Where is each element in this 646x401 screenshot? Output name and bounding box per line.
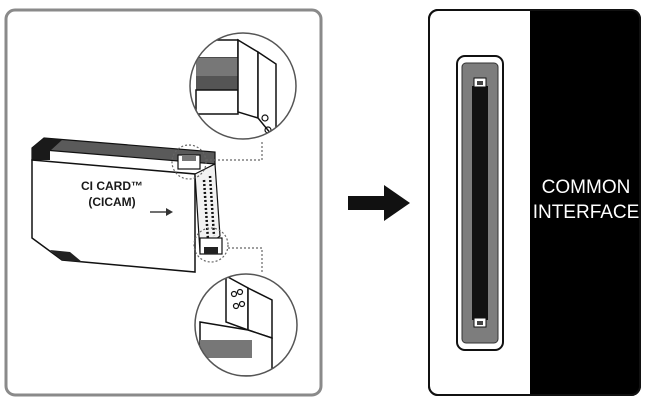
ci-card-corner-band [32, 138, 62, 160]
slot-panel-dark-side [530, 10, 640, 395]
arrow-right-icon [150, 208, 173, 216]
ci-card-foot [50, 250, 82, 262]
common-interface-label-line1: COMMON [542, 177, 631, 198]
ci-card-label-line1: CI CARD™ [81, 179, 143, 193]
ci-slot-opening [472, 86, 488, 320]
bold-arrow-right-icon [348, 185, 410, 221]
top-clip-magnified-view [190, 33, 296, 139]
ci-card-connector [194, 163, 221, 254]
top-callout-leader [206, 140, 263, 161]
ci-card-label-line2: (CICAM) [88, 195, 135, 209]
common-interface-label-line2: INTERFACE [533, 202, 640, 223]
bottom-clip-magnified-view [195, 274, 297, 376]
ci-card: CI CARD™ (CICAM) [31, 137, 223, 273]
top-clip-callout-ring [171, 144, 207, 180]
bottom-clip-callout-ring [193, 227, 229, 263]
bottom-callout-leader [228, 247, 263, 272]
ci-card-face [31, 159, 196, 273]
tv-slot-panel: COMMON INTERFACE [428, 9, 641, 396]
